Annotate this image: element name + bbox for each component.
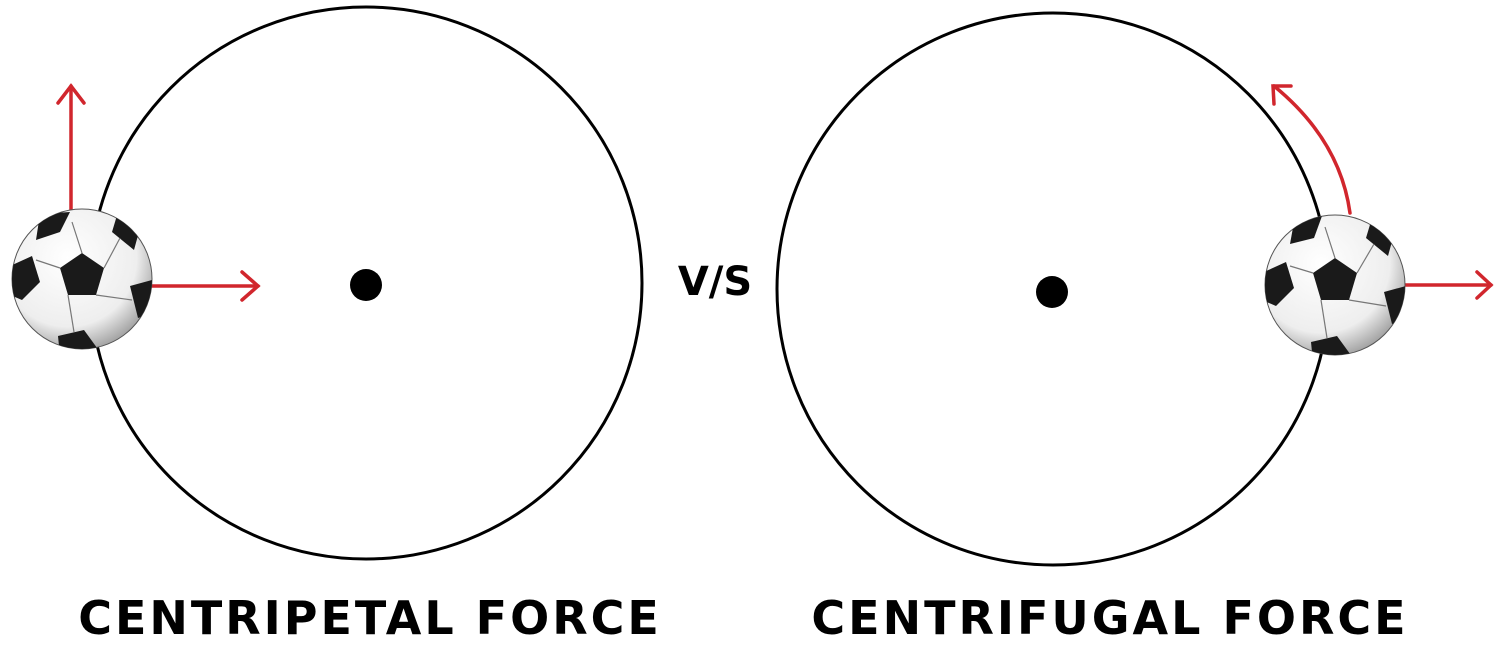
soccer-ball-icon	[1262, 215, 1410, 362]
centripetal-diagram	[8, 7, 642, 559]
left-inward-arrow	[150, 272, 258, 300]
left-tangent-arrow	[58, 86, 84, 210]
right-center-dot	[1036, 276, 1068, 308]
right-outward-arrow	[1405, 272, 1491, 298]
centrifugal-caption: CENTRIFUGAL FORCE	[790, 588, 1430, 648]
left-center-dot	[350, 269, 382, 301]
versus-label: V/S	[660, 254, 770, 310]
centrifugal-diagram	[777, 13, 1491, 565]
soccer-ball-icon	[8, 209, 156, 356]
centripetal-caption: CENTRIPETAL FORCE	[60, 588, 680, 648]
